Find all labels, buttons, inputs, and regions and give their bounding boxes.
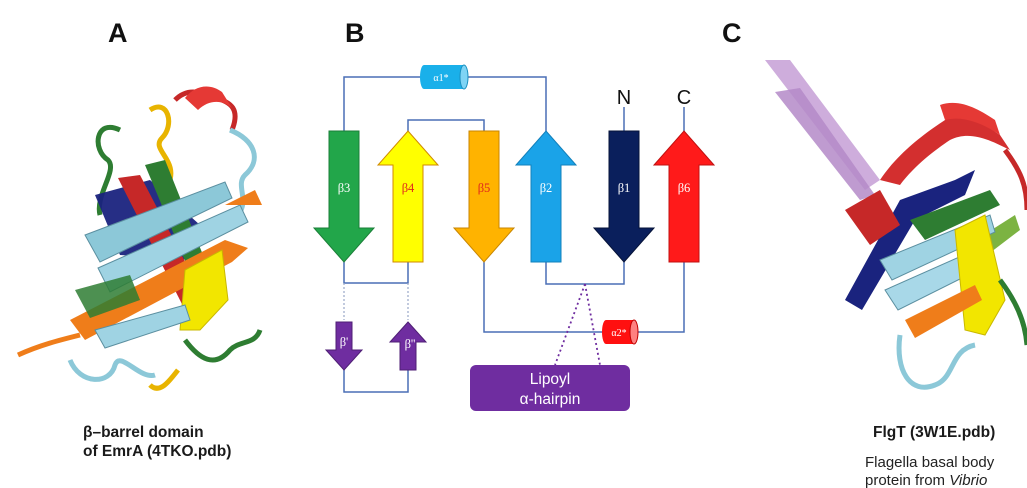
connector-b5-a2 <box>483 262 606 333</box>
panel-b-letter: B <box>345 18 365 48</box>
panel-c: C FlgT (3W1E.pdb <box>722 18 1027 488</box>
terminus-c-label: C <box>677 87 691 109</box>
strand-b6-arrow <box>652 130 716 263</box>
strand-b5: β5 <box>452 130 516 263</box>
panel-a-caption-line2: of EmrA (4TKO.pdb) <box>83 443 231 460</box>
strand-bdoubleprime: β'' <box>388 321 428 371</box>
panel-c-caption-line2-italic: Vibrio <box>949 472 987 488</box>
strand-bprime: β' <box>324 321 364 371</box>
strand-b3-label: β3 <box>338 181 351 195</box>
flgt-strand-lavender-2 <box>775 88 875 200</box>
helix-a2: α2* <box>602 319 639 345</box>
strand-b2: β2 <box>514 130 578 263</box>
strand-b4: β4 <box>376 130 440 263</box>
helix-a2-cap-left <box>602 320 610 344</box>
strand-b5-arrow <box>452 130 516 263</box>
hairpin-link-left <box>554 283 586 366</box>
emra-coil-yellow-2 <box>148 368 180 391</box>
strand-b2-arrow <box>514 130 578 263</box>
topology-connectors <box>343 76 685 393</box>
helix-a2-cap-right <box>629 319 639 345</box>
strand-bprime-label: β' <box>340 335 349 349</box>
panel-c-caption-line1: Flagella basal body <box>865 454 995 471</box>
emra-strand-cyan <box>84 181 233 263</box>
strand-bdoubleprime-arrow <box>388 321 428 371</box>
strand-b3: β3 <box>312 130 376 263</box>
lipoyl-hairpin-line1: Lipoyl <box>530 371 571 388</box>
flgt-coil-cyan <box>896 334 976 390</box>
connector-bprime-bdoubleprime <box>343 370 409 393</box>
panel-c-caption-line2-prefix: protein from <box>865 472 949 488</box>
panel-c-caption-title: FlgT (3W1E.pdb) <box>873 424 995 441</box>
strand-b2-label: β2 <box>540 181 553 195</box>
helix-a2-body <box>606 320 634 344</box>
strand-b4-arrow <box>376 130 440 263</box>
lipoyl-hairpin-rect <box>470 365 630 411</box>
lipoyl-hairpin-line2: α-hairpin <box>520 391 581 408</box>
dashed-links <box>343 283 409 320</box>
strand-b4-label: β4 <box>402 181 415 195</box>
panel-a-letter: A <box>108 18 128 48</box>
helix-a1-cap-left <box>420 65 428 89</box>
strand-b6: β6 <box>652 130 716 263</box>
strand-b1: β1 <box>592 130 656 263</box>
strand-b6-label: β6 <box>678 181 691 195</box>
flgt-strand-blue <box>845 170 975 310</box>
hairpin-link-right <box>584 283 601 366</box>
panel-c-caption-line2: protein from Vibrio <box>865 472 987 488</box>
connector-b4-b5 <box>407 119 485 131</box>
emra-strand-cyan-3 <box>94 304 191 349</box>
flgt-strand-green <box>910 190 1000 240</box>
connector-a1-b2 <box>468 76 547 131</box>
helix-a1: α1* <box>420 64 469 90</box>
connector-b3-b4 <box>343 262 409 284</box>
strand-bprime-arrow <box>324 321 364 371</box>
flgt-strand-orange <box>905 285 982 338</box>
flgt-ribbon-structure <box>765 60 1027 390</box>
emra-helix-red <box>185 86 232 110</box>
flgt-helix-red-2 <box>940 102 1000 135</box>
helix-a1-label: α1* <box>433 73 448 84</box>
emra-coil-yellow <box>148 104 174 187</box>
strand-b5-label: β5 <box>478 181 491 195</box>
helix-a2-label: α2* <box>611 328 626 339</box>
hairpin-dotted-links <box>554 283 601 366</box>
connector-b2-b1 <box>545 262 625 285</box>
panel-b: B β3 β4 <box>312 18 716 411</box>
helix-a1-cap-right <box>459 64 469 90</box>
emra-strand-green-2 <box>75 275 140 318</box>
panel-a-caption-line1: β–barrel domain <box>83 424 204 441</box>
lipoyl-hairpin-box: Lipoyl α-hairpin <box>470 365 630 411</box>
flgt-strand-red <box>845 190 900 245</box>
connector-a2-b6 <box>638 262 685 333</box>
panel-a: A β–barrel domain of EmrA <box>16 18 263 460</box>
flgt-helix-red <box>880 116 1010 185</box>
flgt-coil-red <box>1002 148 1027 211</box>
emra-arrowhead-orange <box>225 190 262 205</box>
flgt-coil-green <box>997 278 1027 346</box>
emra-coil-cyan-2 <box>67 358 156 382</box>
strand-bdoubleprime-label: β'' <box>405 337 416 351</box>
terminus-n-label: N <box>617 87 631 109</box>
strand-b1-label: β1 <box>618 181 631 195</box>
strand-b1-arrow <box>592 130 656 263</box>
emra-coil-green-2 <box>183 328 263 363</box>
strand-b3-arrow <box>312 130 376 263</box>
helix-a1-body <box>424 65 464 89</box>
emra-ribbon-structure <box>16 86 263 391</box>
connector-b3-a1 <box>343 76 424 131</box>
panel-c-letter: C <box>722 18 742 48</box>
emra-coil-orange <box>16 332 81 358</box>
